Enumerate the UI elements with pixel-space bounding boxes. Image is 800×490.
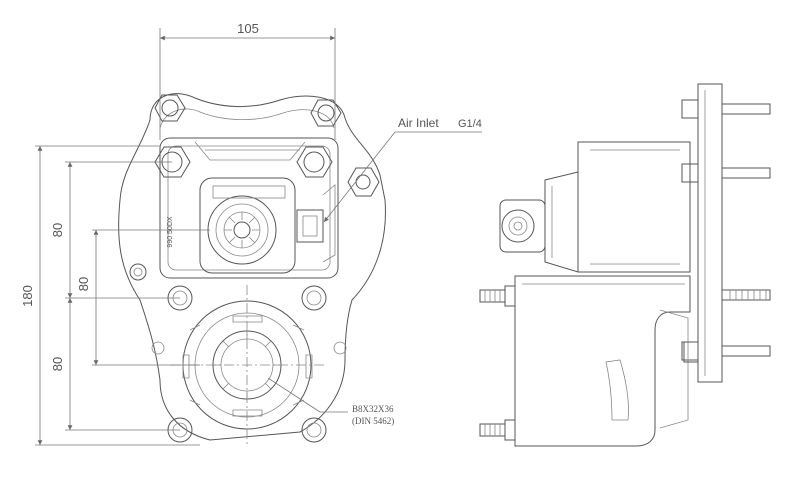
dimension-spacing-upper: 80	[50, 223, 65, 237]
front-flange-outline	[118, 93, 386, 441]
air-inlet-port	[296, 209, 324, 243]
part-marking: 990 50DX	[167, 216, 174, 247]
bolt-hole-top-right	[310, 99, 342, 127]
upper-block	[159, 137, 339, 279]
bolt-hole-left-side	[129, 263, 147, 281]
bolt-hole-middle-right	[301, 285, 327, 311]
bolt-hole-top-left	[154, 94, 186, 122]
flange-stud-upper	[681, 163, 771, 183]
side-upper-body	[577, 141, 691, 273]
front-view: 990 50DX	[118, 93, 386, 445]
side-plug	[683, 341, 699, 363]
spline-standard: (DIN 5462)	[352, 416, 394, 426]
side-air-valve	[499, 199, 546, 253]
dimension-spacing-lower: 80	[50, 357, 65, 371]
dimension-spacing-middle: 80	[76, 277, 91, 291]
bolt-hole-upper-right	[296, 146, 333, 178]
dimension-lines	[35, 28, 336, 446]
side-mounting-flange	[697, 83, 723, 383]
spline-spec: B8X32X36	[352, 404, 394, 414]
side-stud-upper	[479, 285, 516, 307]
side-stud-lower	[479, 419, 516, 441]
dimension-overall-height: 180	[20, 285, 35, 307]
bolt-hole-lower-right	[301, 417, 327, 443]
side-view	[479, 83, 771, 447]
valve-housing	[199, 177, 296, 274]
spline-leader	[267, 377, 348, 413]
flange-stud-top	[681, 99, 771, 119]
dimension-top-width: 105	[237, 21, 259, 36]
air-inlet-leader	[323, 131, 482, 223]
flange-stud-middle	[721, 289, 771, 301]
flange-stud-lower	[681, 341, 771, 361]
air-inlet-thread: G1/4	[458, 118, 482, 130]
side-lower-body	[514, 275, 691, 447]
air-inlet-label: Air Inlet	[398, 116, 439, 130]
